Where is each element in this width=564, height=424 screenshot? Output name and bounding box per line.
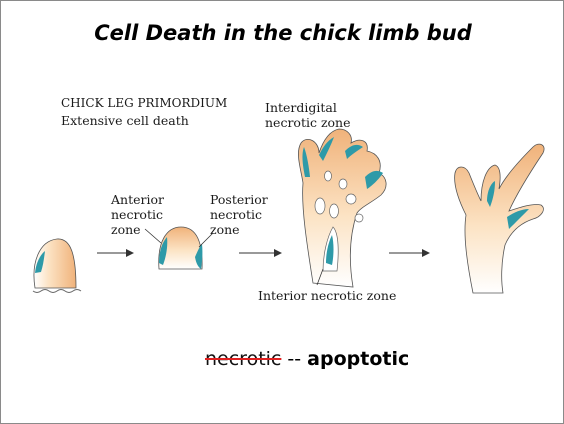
hollow-oval-1 — [315, 198, 325, 214]
bud-stage-2 — [145, 227, 213, 269]
limb-stage-4-body — [455, 144, 544, 293]
apoptotic-word: apoptotic — [307, 348, 409, 370]
separator-dashes: -- — [281, 348, 307, 370]
struck-necrotic-word: necrotic — [205, 348, 281, 370]
limb-stage-3 — [298, 129, 386, 287]
bud-stage-1 — [33, 239, 81, 293]
hollow-oval-2 — [330, 204, 339, 218]
limb-stage-3-body — [298, 129, 386, 287]
necrotic-vs-apoptotic: necrotic -- apoptotic — [205, 348, 409, 370]
hollow-oval-4 — [339, 179, 347, 189]
hollow-oval-5 — [325, 171, 332, 181]
limb-stage-4 — [455, 144, 544, 293]
anterior-leader-line — [145, 229, 161, 243]
bud-stage-1-base-line — [33, 290, 81, 293]
hollow-oval-3 — [346, 194, 356, 204]
posterior-leader-line — [199, 233, 213, 247]
hollow-oval-6 — [355, 214, 363, 222]
